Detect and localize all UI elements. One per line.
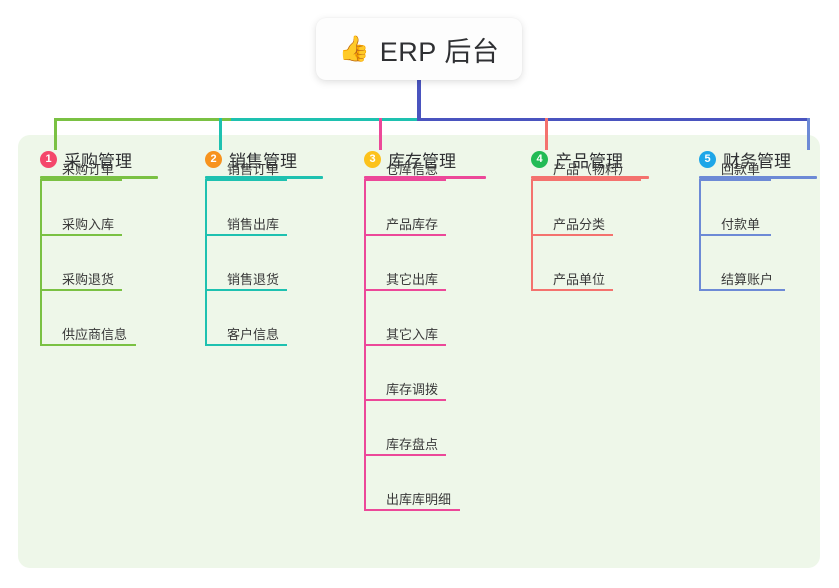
leaf-underline — [205, 289, 287, 291]
leaf-underline — [531, 234, 613, 236]
drop-line-1 — [54, 118, 57, 150]
branch-underline-5 — [699, 176, 817, 179]
branch-badge-3: 3 — [364, 150, 381, 168]
leaf-underline — [40, 344, 136, 346]
leaf-label[interactable]: 产品库存 — [386, 217, 439, 232]
leaf-underline — [364, 454, 446, 456]
leaf-label[interactable]: 库存调拨 — [386, 382, 439, 397]
leaf-underline — [699, 234, 771, 236]
leaf-underline — [364, 509, 460, 511]
drop-line-2 — [219, 118, 222, 150]
branch-column-4: 4 产品管理产品（物料） 产品分类产品单位 — [531, 148, 691, 344]
branch-title-4: 产品管理 — [555, 151, 623, 171]
drop-line-5 — [807, 118, 810, 150]
leaf-label[interactable]: 其它出库 — [386, 272, 439, 287]
leaf-underline — [364, 234, 446, 236]
branch-header-4[interactable]: 4 产品管理 — [531, 148, 691, 171]
leaf-label[interactable]: 供应商信息 — [62, 327, 128, 342]
trunk-line — [417, 80, 421, 121]
drop-line-3 — [379, 118, 382, 150]
leaf-label[interactable]: 采购退货 — [62, 272, 115, 287]
branch-header-5[interactable]: 5 财务管理 — [699, 148, 839, 171]
leaf-label[interactable]: 客户信息 — [227, 327, 280, 342]
bus-segment-3 — [417, 118, 808, 121]
leaf-underline — [699, 179, 771, 181]
leaf-underline — [40, 289, 122, 291]
bus-segment-1 — [55, 118, 233, 121]
branch-leaf-list-4: 产品（物料） 产品分类产品单位 — [531, 162, 691, 344]
leaf-label[interactable]: 库存盘点 — [386, 437, 439, 452]
branch-column-2: 2 销售管理销售订单销售出库销售退货客户信息 — [205, 148, 355, 399]
leaf-label[interactable]: 采购入库 — [62, 217, 115, 232]
leaf-label[interactable]: 销售退货 — [227, 272, 280, 287]
branch-badge-2: 2 — [205, 150, 222, 168]
leaf-underline — [364, 289, 446, 291]
leaf-underline — [40, 234, 122, 236]
branch-spine-2 — [205, 179, 207, 346]
leaf-underline — [364, 399, 446, 401]
leaf-label[interactable]: 仓库信息 — [386, 162, 439, 177]
branch-badge-5: 5 — [699, 150, 716, 168]
branch-leaf-list-5: 回款单付款单结算账户 — [699, 162, 839, 344]
leaf-label[interactable]: 回款单 — [721, 162, 761, 177]
leaf-label[interactable]: 付款单 — [721, 217, 761, 232]
leaf-label[interactable]: 产品分类 — [553, 217, 606, 232]
leaf-underline — [531, 289, 613, 291]
branch-title-1: 采购管理 — [64, 151, 132, 171]
leaf-label[interactable]: 结算账户 — [721, 272, 774, 287]
branch-leaf-list-2: 销售订单销售出库销售退货客户信息 — [205, 162, 355, 399]
branch-underline-4 — [531, 176, 649, 179]
thumbs-up-icon: 👍 — [338, 34, 370, 63]
branch-leaf-list-1: 采购订单采购入库采购退货供应商信息 — [40, 162, 190, 399]
branch-leaf-list-3: 仓库信息产品库存其它出库其它入库库存调拨库存盘点出库库明细 — [364, 162, 524, 564]
branch-underline-3 — [364, 176, 486, 179]
leaf-underline — [205, 179, 287, 181]
branch-header-2[interactable]: 2 销售管理 — [205, 148, 355, 171]
root-node-card[interactable]: 👍 ERP 后台 — [316, 18, 522, 80]
branch-title-5: 财务管理 — [723, 151, 791, 171]
branch-underline-1 — [40, 176, 158, 179]
branch-header-1[interactable]: 1 采购管理 — [40, 148, 190, 171]
leaf-underline — [40, 179, 122, 181]
content-panel — [18, 135, 820, 568]
leaf-underline — [205, 234, 287, 236]
leaf-label[interactable]: 产品（物料） — [553, 162, 632, 177]
leaf-underline — [205, 344, 287, 346]
branch-spine-1 — [40, 179, 42, 346]
leaf-label[interactable]: 产品单位 — [553, 272, 606, 287]
branch-badge-4: 4 — [531, 150, 548, 168]
branch-badge-1: 1 — [40, 150, 57, 168]
branch-title-2: 销售管理 — [229, 151, 297, 171]
leaf-label[interactable]: 采购订单 — [62, 162, 115, 177]
branch-header-3[interactable]: 3 库存管理 — [364, 148, 524, 171]
branch-title-3: 库存管理 — [388, 151, 456, 171]
leaf-label[interactable]: 其它入库 — [386, 327, 439, 342]
branch-column-1: 1 采购管理采购订单采购入库采购退货供应商信息 — [40, 148, 190, 399]
leaf-underline — [364, 344, 446, 346]
leaf-underline — [364, 179, 446, 181]
leaf-underline — [699, 289, 785, 291]
branch-underline-2 — [205, 176, 323, 179]
root-title: ERP 后台 — [379, 36, 500, 67]
branch-column-5: 5 财务管理回款单付款单结算账户 — [699, 148, 839, 344]
leaf-label[interactable]: 销售出库 — [227, 217, 280, 232]
branch-column-3: 3 库存管理仓库信息产品库存其它出库其它入库库存调拨库存盘点出库库明细 — [364, 148, 524, 564]
drop-line-4 — [545, 118, 548, 150]
leaf-label[interactable]: 销售订单 — [227, 162, 280, 177]
leaf-label[interactable]: 出库库明细 — [386, 492, 452, 507]
leaf-underline — [531, 179, 641, 181]
bus-segment-2 — [231, 118, 419, 121]
